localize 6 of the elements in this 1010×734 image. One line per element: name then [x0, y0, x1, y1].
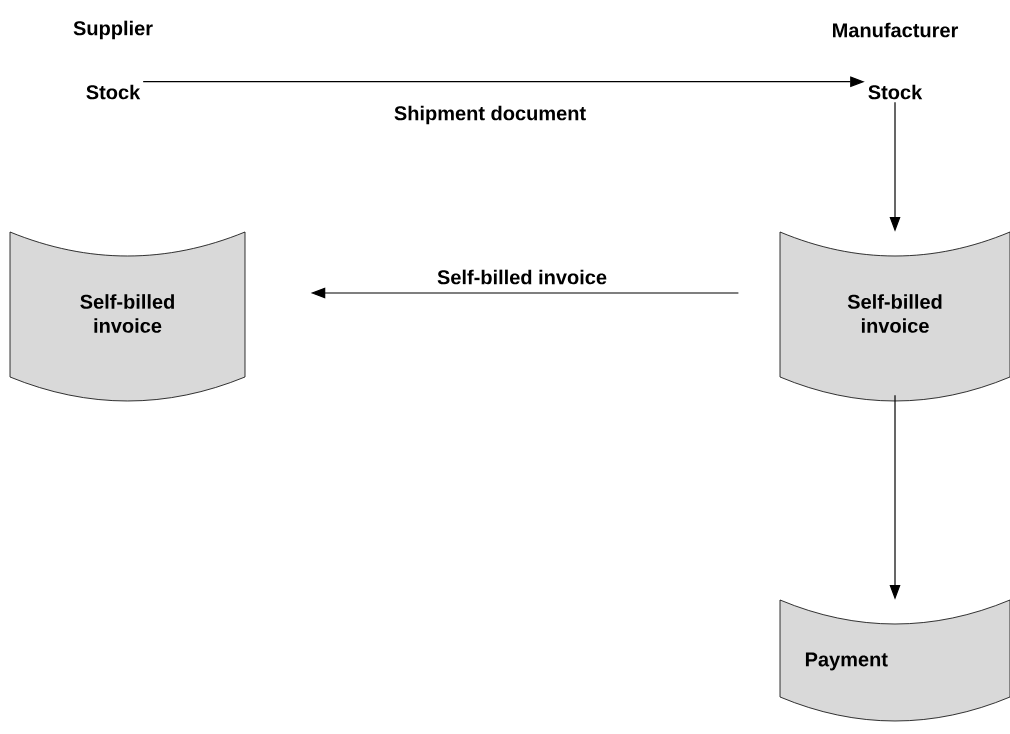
- label-text: Stock: [86, 84, 141, 100]
- edge-label: Self-billed invoice: [435, 268, 609, 286]
- label-text: Manufacturer: [833, 22, 959, 38]
- label-text: Supplier: [73, 20, 153, 40]
- edge-label: Shipment document: [392, 104, 588, 126]
- label-text: Stock: [868, 84, 923, 100]
